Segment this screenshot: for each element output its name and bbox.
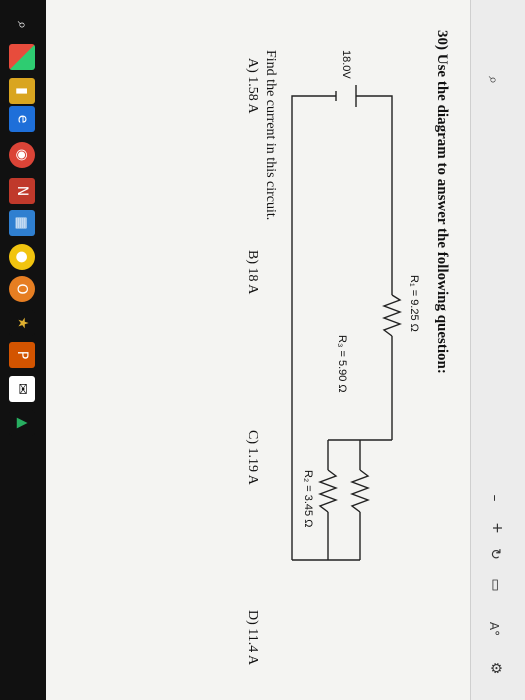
page: 30) Use the diagram to answer the follow… [245, 30, 450, 666]
circuit-diagram [291, 85, 402, 561]
calendar-icon[interactable]: ▦ [9, 210, 35, 236]
edge-icon[interactable]: e [9, 106, 35, 132]
r1-label: R₁ = 9.25 Ω [408, 275, 420, 332]
star-icon[interactable]: ★ [9, 310, 35, 336]
wire-top [356, 95, 393, 295]
answer-option: B) 18 A [245, 250, 260, 295]
resistor-r2 [318, 469, 338, 513]
minimize-icon[interactable]: – [486, 494, 503, 502]
taskbar: ⌕ ▮ e ◉ N ▦ ● O ★ P ✉ ▲ [0, 0, 46, 700]
answer-option: C) 1.19 A [245, 430, 260, 485]
r2-label: R₂ = 3.45 Ω [302, 470, 314, 528]
fit-page-icon[interactable]: ▭ [487, 578, 504, 592]
mail-icon[interactable]: ✉ [9, 376, 35, 402]
word-icon[interactable]: N [9, 178, 35, 204]
rotate-icon[interactable]: ↻ [486, 548, 503, 560]
settings-icon[interactable]: ⚙ [487, 661, 504, 675]
zoom-in-icon[interactable]: + [488, 522, 505, 534]
start-icon[interactable] [9, 44, 35, 70]
r3-label: R₃ = 5.90 Ω [336, 335, 348, 393]
powerpoint-icon[interactable]: P [9, 342, 35, 368]
text-size-icon[interactable]: A° [487, 621, 502, 637]
app-icon-2[interactable]: O [9, 276, 35, 302]
answer-option: D) 11.4 A [245, 610, 260, 666]
chrome-icon[interactable]: ◉ [9, 142, 35, 168]
resistor-r1 [382, 294, 402, 337]
app-icon[interactable]: ● [9, 244, 35, 270]
search-icon[interactable]: ⌕ [484, 76, 501, 84]
viewer-toolbar: ⌕ – + ↻ ▭ A° ⚙ [470, 0, 525, 700]
answer-option: A) 1.58 A [245, 58, 260, 114]
source-label: 18.0V [340, 50, 352, 79]
wire-bottom [291, 95, 336, 560]
folder-icon[interactable]: ▮ [9, 78, 35, 104]
question-prompt: Find the current in this circuit. [263, 50, 278, 221]
drive-icon[interactable]: ▲ [9, 410, 35, 436]
resistor-r3 [350, 469, 370, 513]
